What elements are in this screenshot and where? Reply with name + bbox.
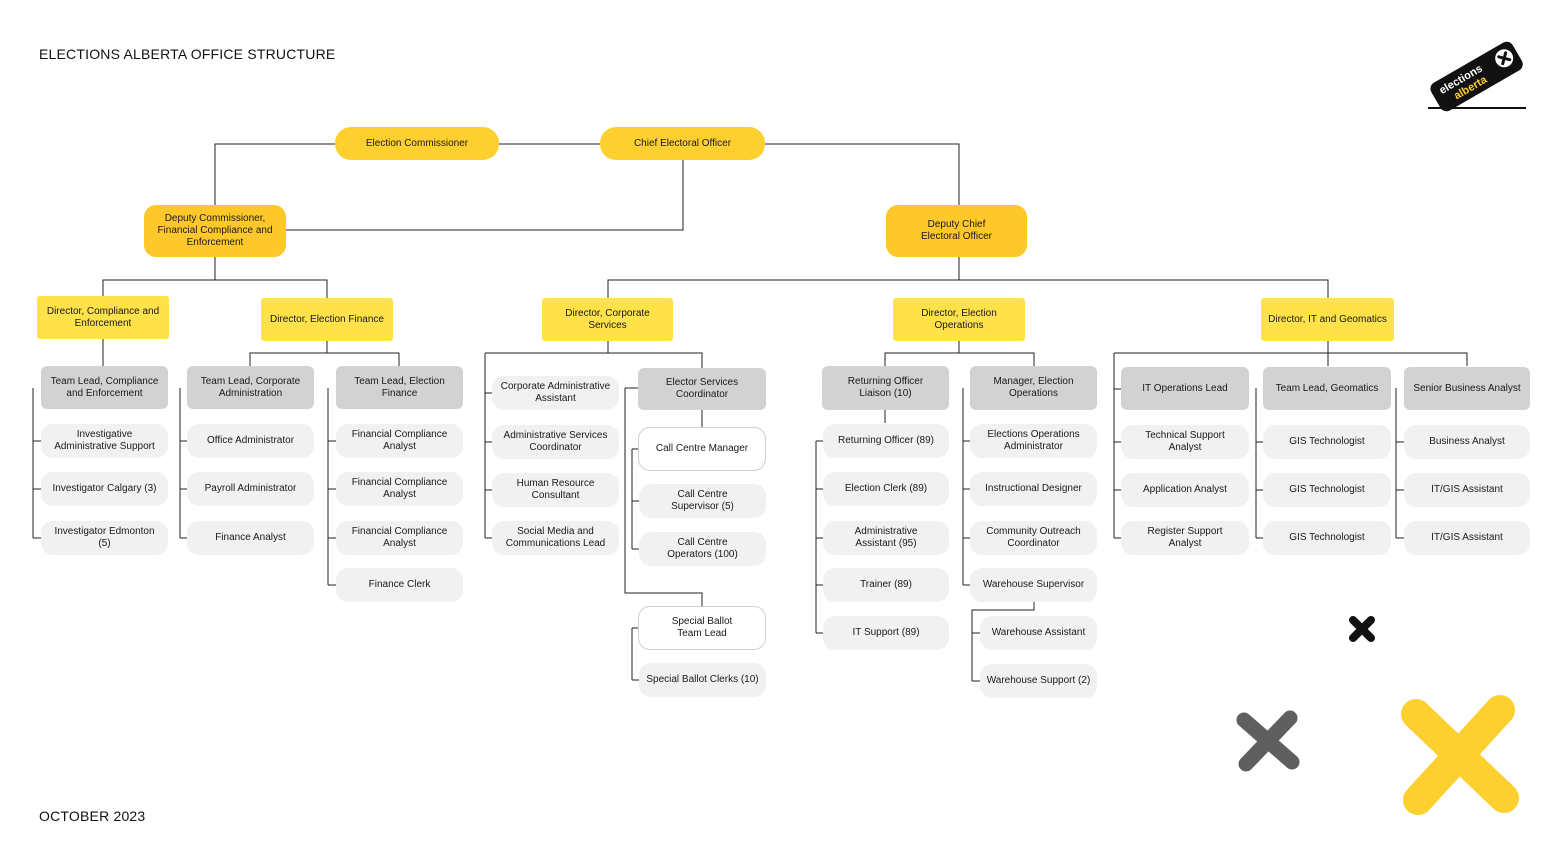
elector-services-coordinator-box: Elector Services Coordinator <box>638 368 766 410</box>
director-compliance-box: Director, Compliance and Enforcement <box>37 296 169 339</box>
team-lead-election-finance-box: Team Lead, Election Finance <box>336 366 463 409</box>
staff-box: IT Support (89) <box>823 616 949 650</box>
page-title: ELECTIONS ALBERTA OFFICE STRUCTURE <box>39 46 336 62</box>
staff-box: Returning Officer (89) <box>823 424 949 458</box>
call-centre-manager-box: Call Centre Manager <box>638 427 766 471</box>
staff-box: Instructional Designer <box>970 472 1097 506</box>
staff-box: Finance Clerk <box>336 568 463 602</box>
staff-box: Call Centre Operators (100) <box>639 532 766 566</box>
staff-box: Human Resource Consultant <box>492 473 619 507</box>
small-black-x-icon <box>1349 616 1375 642</box>
staff-box: Business Analyst <box>1404 425 1530 459</box>
director-finance-box: Director, Election Finance <box>261 298 393 341</box>
staff-box: Warehouse Assistant <box>980 616 1097 650</box>
returning-officer-liaison-box: Returning Officer Liaison (10) <box>822 366 949 410</box>
it-operations-lead-box: IT Operations Lead <box>1121 367 1249 410</box>
staff-box: Payroll Administrator <box>187 472 314 506</box>
staff-box: Application Analyst <box>1121 473 1249 507</box>
staff-box: Office Administrator <box>187 424 314 458</box>
staff-box: GIS Technologist <box>1263 473 1391 507</box>
staff-box: Register Support Analyst <box>1121 521 1249 555</box>
staff-box: Social Media and Communications Lead <box>492 521 619 555</box>
staff-box: Finance Analyst <box>187 521 314 555</box>
deputy-commissioner-box: Deputy Commissioner, Financial Complianc… <box>144 205 286 257</box>
staff-box: Community Outreach Coordinator <box>970 521 1097 555</box>
team-lead-compliance-box: Team Lead, Compliance and Enforcement <box>41 366 168 409</box>
chief-electoral-officer-box: Chief Electoral Officer <box>600 127 765 160</box>
staff-box: GIS Technologist <box>1263 425 1391 459</box>
staff-box: Investigator Edmonton (5) <box>41 521 168 555</box>
staff-box: Corporate Administrative Assistant <box>492 376 619 410</box>
staff-box: Warehouse Supervisor <box>970 568 1097 602</box>
elections-alberta-logo: elections alberta <box>1422 38 1528 112</box>
staff-box: Financial Compliance Analyst <box>336 521 463 555</box>
staff-box: Investigator Calgary (3) <box>41 472 168 506</box>
staff-box: Election Clerk (89) <box>823 472 949 506</box>
staff-box: Financial Compliance Analyst <box>336 424 463 458</box>
gray-x-icon <box>1236 710 1300 772</box>
deputy-chief-box: Deputy Chief Electoral Officer <box>886 205 1027 257</box>
director-it-box: Director, IT and Geomatics <box>1261 298 1394 341</box>
staff-box: IT/GIS Assistant <box>1404 473 1530 507</box>
director-operations-box: Director, Election Operations <box>893 298 1025 341</box>
election-commissioner-box: Election Commissioner <box>335 127 499 160</box>
staff-box: Financial Compliance Analyst <box>336 472 463 506</box>
staff-box: Elections Operations Administrator <box>970 424 1097 458</box>
staff-box: Warehouse Support (2) <box>980 664 1097 698</box>
director-corporate-box: Director, Corporate Services <box>542 298 673 341</box>
staff-box: Investigative Administrative Support <box>41 424 168 458</box>
senior-business-analyst-box: Senior Business Analyst <box>1404 367 1530 410</box>
report-date: OCTOBER 2023 <box>39 808 146 824</box>
staff-box: Special Ballot Clerks (10) <box>639 663 766 697</box>
staff-box: GIS Technologist <box>1263 521 1391 555</box>
yellow-x-icon <box>1401 695 1519 815</box>
staff-box: IT/GIS Assistant <box>1404 521 1530 555</box>
special-ballot-lead-box: Special Ballot Team Lead <box>638 606 766 650</box>
staff-box: Administrative Services Coordinator <box>492 425 619 459</box>
staff-box: Administrative Assistant (95) <box>823 521 949 555</box>
team-lead-geomatics-box: Team Lead, Geomatics <box>1263 367 1391 410</box>
team-lead-corporate-admin-box: Team Lead, Corporate Administration <box>187 366 314 409</box>
staff-box: Trainer (89) <box>823 568 949 602</box>
manager-election-operations-box: Manager, Election Operations <box>970 366 1097 410</box>
staff-box: Call Centre Supervisor (5) <box>639 484 766 518</box>
staff-box: Technical Support Analyst <box>1121 425 1249 459</box>
